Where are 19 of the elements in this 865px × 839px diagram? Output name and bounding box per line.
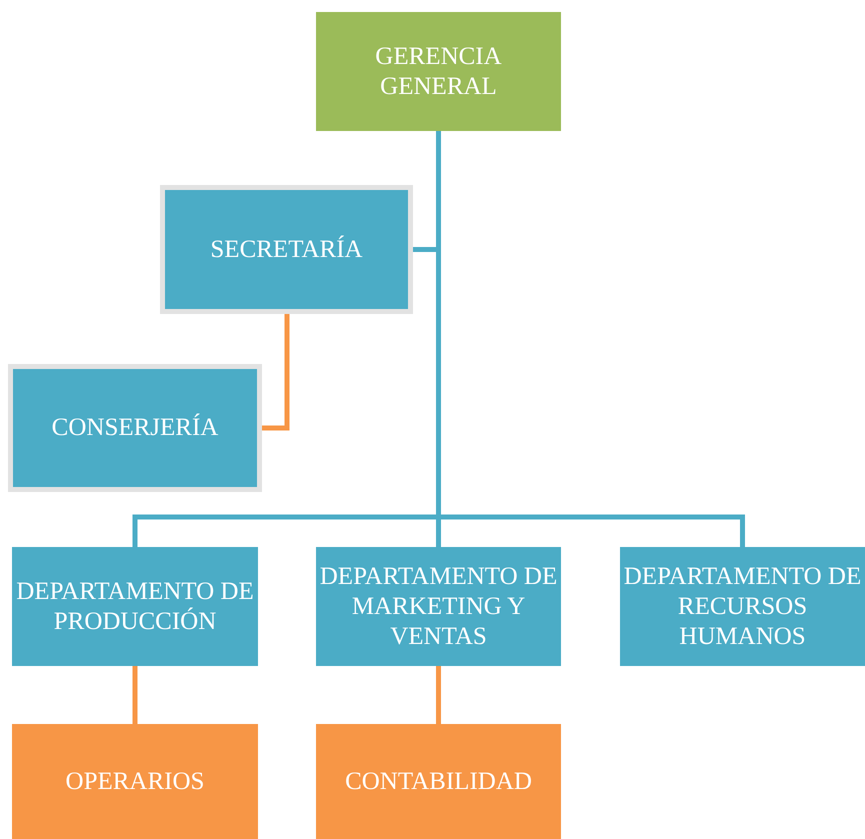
box-label: GERENCIA GENERAL: [374, 42, 503, 102]
top-box: [316, 12, 561, 131]
box-label: CONSERJERÍA: [52, 413, 218, 443]
department-box: [620, 547, 865, 666]
box-label: DEPARTAMENTO DE RECURSOS HUMANOS: [622, 562, 862, 652]
department-box: [12, 547, 258, 666]
box-label: DEPARTAMENTO DE PRODUCCIÓN: [15, 576, 255, 636]
department-box: [160, 185, 413, 314]
department-box: [316, 547, 561, 666]
box-label: DEPARTAMENTO DE MARKETING Y VENTAS: [318, 562, 558, 652]
connector-line: [436, 666, 441, 724]
box-label: SECRETARÍA: [210, 234, 363, 264]
box-label: CONTABILIDAD: [345, 766, 532, 796]
connector-line: [132, 666, 138, 724]
department-box: [8, 364, 262, 492]
staff-box: [316, 724, 561, 839]
box-label: OPERARIOS: [66, 766, 204, 796]
connector-line: [262, 314, 290, 430]
staff-box: [12, 724, 258, 839]
